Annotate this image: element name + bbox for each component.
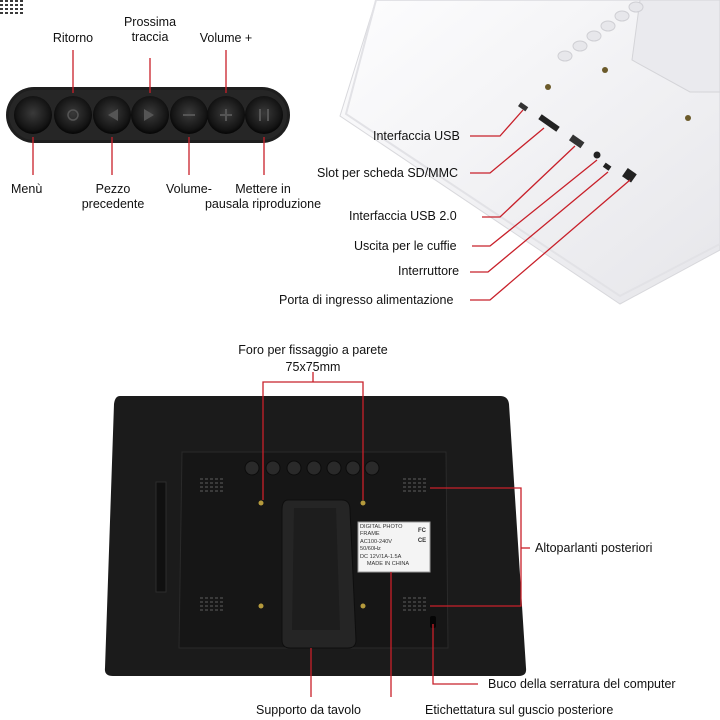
speaker-grilles xyxy=(0,0,426,611)
label-volume-minus: Volume- xyxy=(166,182,212,196)
label-etichettatura: Etichettatura sul guscio posteriore xyxy=(425,703,614,717)
label-interruttore: Interruttore xyxy=(398,264,460,278)
menu-button-knob xyxy=(14,96,52,134)
back-callouts xyxy=(262,372,530,697)
label-pezzo-precedente: Pezzo precedente xyxy=(81,182,145,211)
label-ritorno: Ritorno xyxy=(52,31,94,45)
label-interfaccia-usb: Interfaccia USB xyxy=(373,129,460,143)
port-callouts xyxy=(470,109,631,301)
sticker-line: 50/60Hz xyxy=(360,546,381,553)
label-alimentazione: Porta di ingresso alimentazione xyxy=(279,293,454,307)
sticker-line: AC100-240V xyxy=(360,538,393,545)
label-slot-sd: Slot per scheda SD/MMC xyxy=(317,166,459,180)
plus-icon xyxy=(220,109,232,121)
ce-mark: CE xyxy=(417,538,427,544)
label-prossima-traccia: Prossima traccia xyxy=(123,15,177,44)
label-supporto-tavolo: Supporto da tavolo xyxy=(256,703,361,717)
sticker-line: DC 12V/1A-1.5A xyxy=(360,553,402,560)
label-volume-plus: Volume + xyxy=(199,31,253,45)
sticker-marks: FC CE xyxy=(415,526,429,546)
kensington-lock-hole xyxy=(430,616,436,628)
label-foro-fissaggio: Foro per fissaggio a parete 75x75mm xyxy=(238,343,388,374)
label-menu: Menù xyxy=(11,182,43,196)
fc-mark: FC xyxy=(418,528,426,534)
sticker-line: DIGITAL PHOTO FRAME xyxy=(360,524,403,538)
black-frame-back xyxy=(0,0,527,676)
previous-icon xyxy=(108,109,118,121)
pause-icon xyxy=(259,109,269,121)
minus-icon xyxy=(183,114,195,116)
return-button-knob xyxy=(54,96,92,134)
label-interfaccia-usb2: Interfaccia USB 2.0 xyxy=(349,209,457,223)
label-altoparlanti: Altoparlanti posteriori xyxy=(535,541,653,555)
next-icon xyxy=(144,109,154,121)
rear-sticker xyxy=(357,521,431,573)
sticker-line: MADE IN CHINA xyxy=(366,561,410,568)
button-callouts xyxy=(32,50,265,175)
white-frame-body xyxy=(339,0,720,305)
rear-sticker-text: DIGITAL PHOTO FRAME AC100-240V 50/60Hz D… xyxy=(360,524,416,568)
return-icon xyxy=(67,109,79,121)
label-pausa: Mettere in pausala riproduzione xyxy=(204,182,322,211)
label-uscita-cuffie: Uscita per le cuffie xyxy=(354,239,457,253)
button-strip xyxy=(6,87,290,143)
white-frame-stand xyxy=(631,0,720,93)
pause-button-knob xyxy=(245,96,283,134)
label-serratura: Buco della serratura del computer xyxy=(488,677,676,691)
white-frame-device xyxy=(339,0,720,305)
